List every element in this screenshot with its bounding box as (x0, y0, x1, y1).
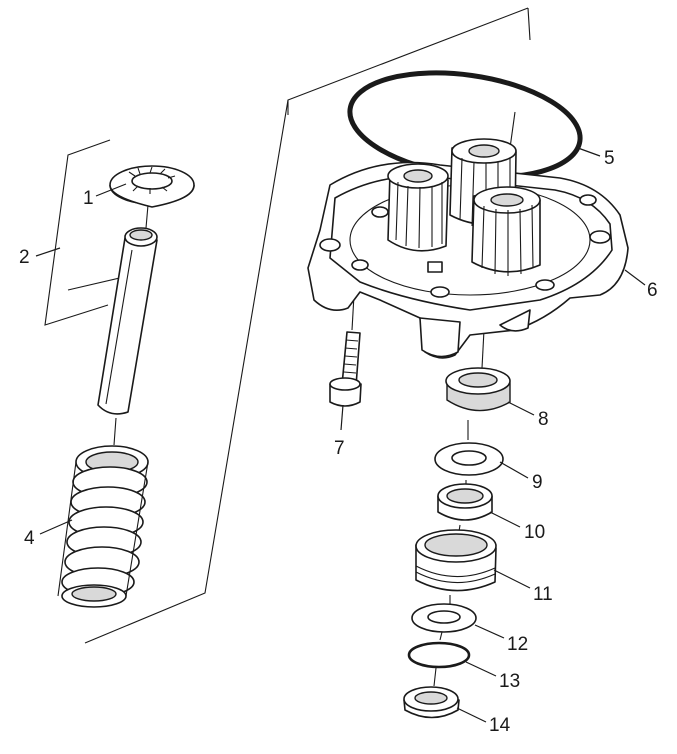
bushing (437, 483, 493, 521)
callout-8: 8 (538, 409, 549, 430)
guide-pin (97, 227, 158, 415)
flat-washer (434, 442, 504, 476)
needle-bearing (445, 367, 511, 412)
callout-labels: 1 2 4 5 6 7 8 9 10 11 12 13 14 (19, 148, 658, 736)
callout-12: 12 (507, 634, 528, 655)
assembly-frame (84, 7, 531, 644)
pump-housing (307, 138, 629, 359)
callout-9: 9 (532, 472, 543, 493)
callout-14: 14 (489, 715, 511, 736)
cap-screw (329, 331, 362, 407)
lip-seal (403, 686, 460, 719)
callout-2: 2 (19, 247, 30, 268)
small-o-ring (407, 641, 471, 669)
thrust-washer (411, 603, 477, 633)
callout-6: 6 (647, 280, 658, 301)
coil-spring (57, 445, 149, 608)
callout-13: 13 (499, 671, 520, 692)
callout-10: 10 (524, 522, 545, 543)
leader-lines (35, 147, 646, 723)
callout-5: 5 (604, 148, 615, 169)
axis-lines (113, 111, 516, 687)
callout-11: 11 (533, 584, 553, 605)
callout-1: 1 (83, 188, 94, 209)
piston (415, 529, 497, 592)
callout-4: 4 (24, 528, 35, 549)
star-lock-washer (109, 165, 195, 208)
callout-7: 7 (334, 438, 345, 459)
